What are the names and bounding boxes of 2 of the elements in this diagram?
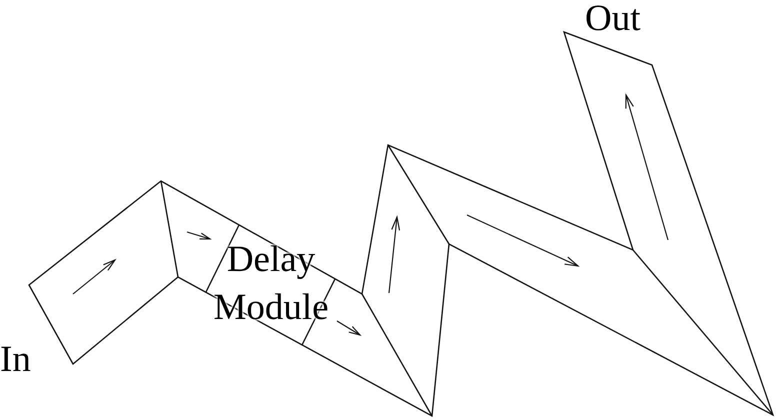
in-label: In bbox=[0, 341, 31, 378]
out-label: Out bbox=[585, 0, 640, 37]
